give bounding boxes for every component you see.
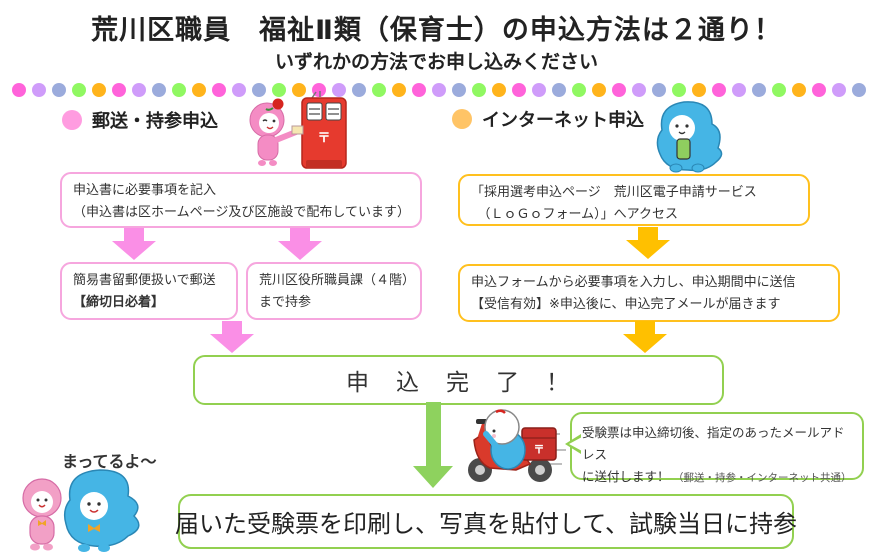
- divider-dot: [232, 83, 246, 97]
- delivery-arrow-icon: [413, 402, 453, 488]
- divider-dot: [52, 83, 66, 97]
- dotted-divider: [12, 83, 866, 98]
- divider-dot: [412, 83, 426, 97]
- internet-step2-line1: 申込フォームから必要事項を入力し、申込期間中に送信: [471, 274, 796, 289]
- divider-dot: [792, 83, 806, 97]
- divider-dot: [672, 83, 686, 97]
- mail-merge-arrow-icon: [210, 321, 254, 353]
- divider-dot: [512, 83, 526, 97]
- divider-dot: [372, 83, 386, 97]
- divider-dot: [592, 83, 606, 97]
- orange-bullet-icon: [452, 109, 472, 129]
- delivery-bubble-line1: 受験票は申込締切後、指定のあったメールアドレス: [582, 426, 845, 462]
- divider-dot: [632, 83, 646, 97]
- divider-dot: [552, 83, 566, 97]
- complete-label: 申 込 完 了 ！: [346, 369, 571, 395]
- divider-dot: [392, 83, 406, 97]
- final-instruction-text: 届いた受験票を印刷し、写真を貼付して、試験当日に持参: [174, 511, 798, 538]
- page-title: 荒川区職員 福祉Ⅱ類（保育士）の申込方法は２通り！: [91, 15, 782, 45]
- divider-dot: [172, 83, 186, 97]
- internet-step2-box: 申込フォームから必要事項を入力し、申込期間中に送信 【受信有効】※申込後に、申込…: [458, 264, 840, 322]
- divider-dot: [612, 83, 626, 97]
- divider-dot: [32, 83, 46, 97]
- smartphone-mascot-icon: [656, 101, 723, 173]
- internet-arrow1-icon: [626, 227, 670, 259]
- divider-dot: [692, 83, 706, 97]
- divider-dot: [752, 83, 766, 97]
- mail-column-header-label: 郵送・持参申込: [92, 111, 218, 131]
- svg-text:〒: 〒: [317, 130, 330, 145]
- mail-step1-line2: （申込書は区ホームページ及び区施設で配布しています）: [73, 204, 410, 220]
- mail-arrow-right-icon: [278, 228, 322, 260]
- mail-step2-mail-line2: 【締切日必着】: [73, 294, 165, 310]
- divider-dot: [352, 83, 366, 97]
- divider-dot: [572, 83, 586, 97]
- divider-dot: [652, 83, 666, 97]
- divider-dot: [212, 83, 226, 97]
- divider-dot: [472, 83, 486, 97]
- internet-column-header-label: インターネット申込: [482, 110, 644, 130]
- divider-dot: [532, 83, 546, 97]
- divider-dot: [492, 83, 506, 97]
- internet-step1-line1: 「採用選考申込ページ 荒川区電子申請サービス: [471, 184, 757, 199]
- delivery-bubble-note: （郵送・持参・インターネット共通）: [673, 471, 852, 484]
- mail-step2-mail-line1: 簡易書留郵便扱いで郵送: [73, 272, 216, 287]
- internet-step2-line2: 【受信有効】※申込後に、申込完了メールが届きます: [471, 296, 781, 312]
- internet-step1-box: 「採用選考申込ページ 荒川区電子申請サービス （ＬｏＧｏフォーム）」へアクセス: [458, 174, 810, 226]
- divider-dot: [292, 83, 306, 97]
- mail-step1-box: 申込書に必要事項を記入 （申込書は区ホームページ及び区施設で配布しています）: [60, 172, 422, 228]
- divider-dot: [112, 83, 126, 97]
- svg-text:〒: 〒: [534, 443, 545, 456]
- divider-dot: [272, 83, 286, 97]
- divider-dot: [152, 83, 166, 97]
- divider-dot: [772, 83, 786, 97]
- divider-dot: [92, 83, 106, 97]
- divider-dot: [832, 83, 846, 97]
- divider-dot: [252, 83, 266, 97]
- divider-dot: [852, 83, 866, 97]
- mail-step2-bring-line2: まで持参: [259, 294, 312, 310]
- page-subtitle: いずれかの方法でお申し込みください: [274, 52, 598, 73]
- delivery-bubble-line2: に送付します！ （郵送・持参・インターネット共通）: [582, 467, 852, 489]
- waiting-mascots-icon: [22, 469, 140, 552]
- postbox-mascot-icon: 〒: [249, 91, 347, 169]
- scooter-mascot-icon: 〒: [468, 409, 566, 482]
- divider-dot: [72, 83, 86, 97]
- mail-arrow-left-icon: [112, 228, 156, 260]
- waiting-text: まってるよ～: [62, 454, 157, 471]
- divider-dot: [712, 83, 726, 97]
- delivery-bubble: 受験票は申込締切後、指定のあったメールアドレス に送付します！ （郵送・持参・イ…: [565, 412, 864, 484]
- divider-dot: [732, 83, 746, 97]
- mail-step2-bring-line1: 荒川区役所職員課（４階）: [259, 272, 416, 287]
- divider-dot: [192, 83, 206, 97]
- mail-step1-line1: 申込書に必要事項を記入: [73, 182, 217, 197]
- internet-step1-line2: （ＬｏＧｏフォーム）」へアクセス: [471, 206, 678, 222]
- divider-dot: [12, 83, 26, 97]
- final-instruction-box: 届いた受験票を印刷し、写真を貼付して、試験当日に持参: [174, 494, 798, 549]
- internet-arrow2-icon: [623, 321, 667, 353]
- pink-bullet-icon: [62, 110, 82, 130]
- mail-step2-mail-box: 簡易書留郵便扱いで郵送 【締切日必着】: [60, 262, 238, 320]
- complete-box: 申 込 完 了 ！: [193, 355, 724, 405]
- divider-dot: [332, 83, 346, 97]
- mail-step2-bring-box: 荒川区役所職員課（４階） まで持参: [246, 262, 422, 320]
- mail-column-header: 郵送・持参申込: [62, 107, 218, 133]
- divider-dot: [812, 83, 826, 97]
- divider-dot: [132, 83, 146, 97]
- divider-dot: [452, 83, 466, 97]
- delivery-bubble-line2-text: に送付します！: [582, 469, 670, 484]
- divider-dot: [432, 83, 446, 97]
- internet-column-header: インターネット申込: [452, 106, 644, 132]
